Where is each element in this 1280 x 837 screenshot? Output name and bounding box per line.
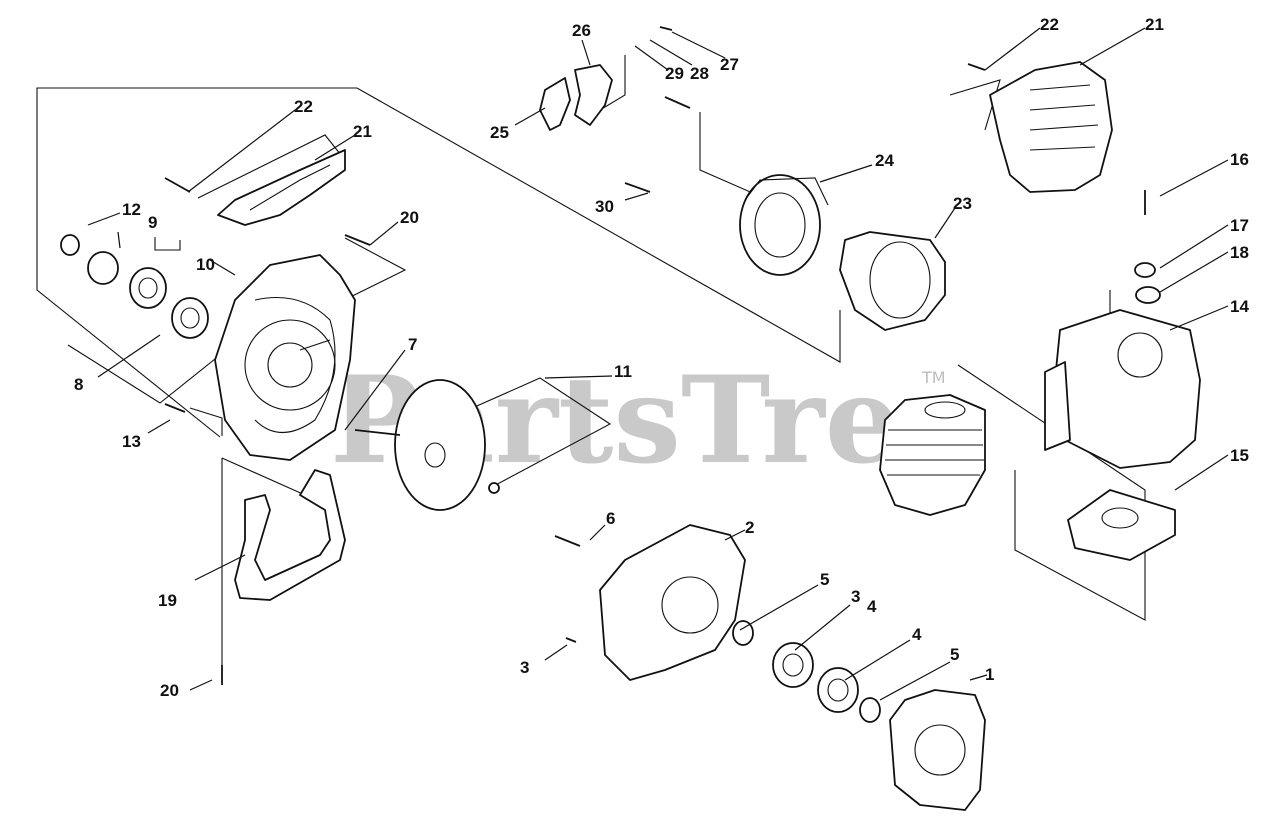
callout-27: 27	[720, 55, 739, 74]
callout-20: 20	[400, 208, 419, 227]
callout-10: 10	[196, 255, 215, 274]
part-starter-23	[839, 231, 946, 331]
callout-22: 22	[1040, 15, 1059, 34]
callout-5: 5	[950, 645, 959, 664]
callout-19: 19	[158, 591, 177, 610]
part-plate-15	[1067, 489, 1176, 561]
callout-8: 8	[74, 375, 83, 394]
callout-1: 1	[985, 665, 994, 684]
part-bearings-8	[129, 267, 209, 339]
callout-9: 9	[148, 213, 157, 232]
callout-20: 20	[160, 681, 179, 700]
trademark-mark: TM	[921, 368, 946, 387]
part-handle-19	[234, 469, 346, 601]
callout-7: 7	[408, 335, 417, 354]
callout-11: 11	[614, 362, 632, 381]
callout-30: 30	[595, 197, 614, 216]
part-fan-cover-21	[217, 149, 346, 226]
callout-4: 4	[912, 625, 922, 644]
callout-5: 5	[820, 570, 829, 589]
part-clutch-drum-24	[739, 174, 829, 276]
part-clutch-shoe-25-26	[539, 64, 613, 131]
part-cylinder	[879, 394, 986, 516]
part-bearings-4-5	[732, 620, 881, 723]
part-crankcase-1	[889, 689, 986, 811]
callout-13: 13	[122, 432, 141, 451]
callout-6: 6	[606, 509, 615, 528]
callout-25: 25	[490, 123, 509, 142]
callout-labels: 1 2 3 3 4 4 5 5 6 7 8 9 10 11 12 13 14 1…	[74, 15, 1249, 700]
callout-26: 26	[572, 21, 591, 40]
callout-3: 3	[520, 658, 529, 677]
callout-14: 14	[1230, 297, 1249, 316]
part-nuts-17-18	[1134, 262, 1161, 304]
callout-18: 18	[1230, 243, 1249, 262]
callout-4: 4	[867, 597, 877, 616]
callout-29: 29	[665, 64, 684, 83]
callout-3: 3	[851, 587, 860, 606]
callout-28: 28	[690, 64, 709, 83]
part-fan-7	[354, 379, 486, 511]
callout-12: 12	[122, 200, 141, 219]
callout-17: 17	[1230, 216, 1249, 235]
part-o-ring-11	[488, 482, 500, 494]
callout-21: 21	[1145, 15, 1164, 34]
callout-24: 24	[875, 151, 894, 170]
callout-16: 16	[1230, 150, 1249, 169]
leader-lines	[87, 27, 1229, 701]
callout-2: 2	[745, 518, 754, 537]
callout-15: 15	[1230, 446, 1249, 465]
part-screws	[164, 26, 1146, 685]
part-crankcase-2	[599, 524, 746, 681]
callout-23: 23	[953, 194, 972, 213]
part-rings-9-12	[60, 234, 119, 285]
part-cover-21-right	[989, 61, 1113, 193]
part-fan-housing	[214, 254, 356, 461]
callout-21: 21	[353, 122, 372, 141]
callout-22: 22	[294, 97, 313, 116]
part-cylinder-cover-14	[1044, 309, 1201, 469]
